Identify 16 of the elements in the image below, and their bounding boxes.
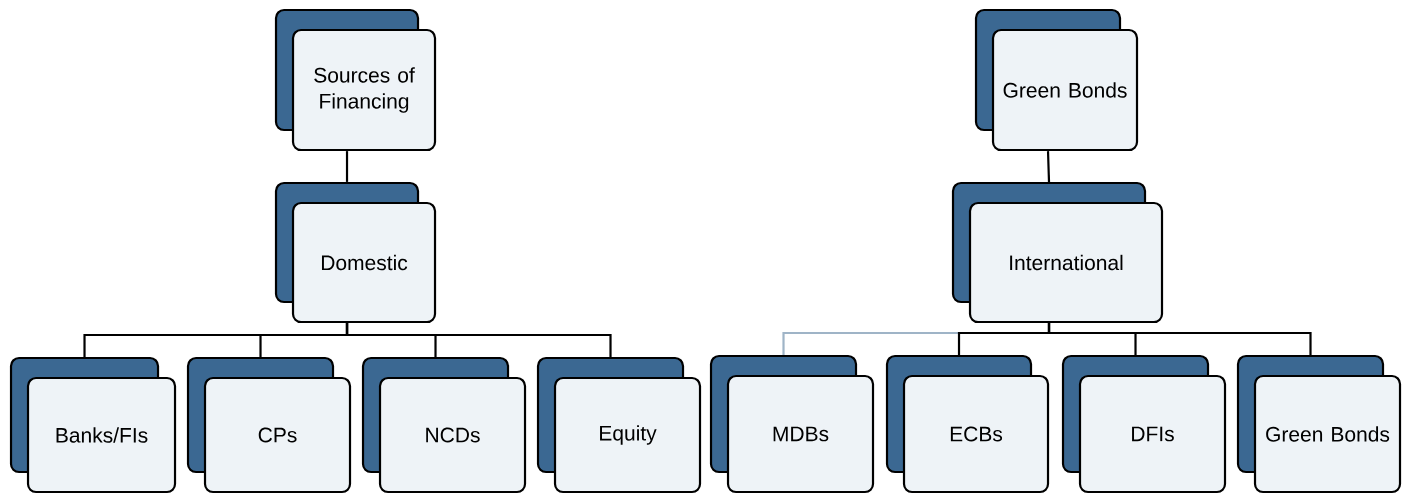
org-chart-box: ECBs	[885, 354, 1050, 494]
org-chart-box: Green Bonds	[1236, 354, 1402, 494]
connector-line	[1047, 323, 1312, 355]
org-chart-box: CPs	[186, 356, 352, 494]
org-chart-box: DFIs	[1061, 354, 1227, 494]
connector-line	[345, 151, 349, 182]
org-chart-box: International	[951, 181, 1164, 324]
org-chart-box: Sources of Financing	[274, 8, 437, 152]
connector-line	[1046, 151, 1051, 182]
org-chart-box: MDBs	[709, 354, 875, 494]
connector-line	[345, 323, 612, 357]
org-chart-box: Green Bonds	[974, 8, 1139, 152]
org-chart-box: Equity	[536, 356, 702, 494]
org-chart-box: NCDs	[361, 356, 527, 494]
org-chart-box: Domestic	[274, 181, 437, 324]
org-chart-box: Banks/FIs	[9, 356, 177, 494]
